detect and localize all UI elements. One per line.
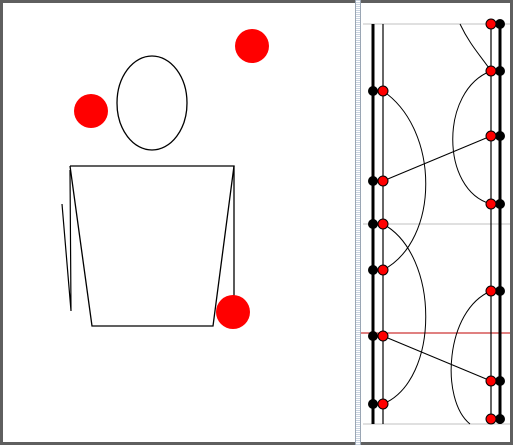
black-node[interactable]	[368, 86, 378, 96]
black-node[interactable]	[495, 286, 505, 296]
arc-left-lower[interactable]	[382, 223, 427, 405]
connector-upper[interactable]	[382, 135, 492, 182]
body-trapezoid[interactable]	[69, 165, 235, 327]
red-handle-left-of-head[interactable]	[74, 94, 108, 128]
black-node[interactable]	[495, 199, 505, 209]
red-handle-bottom-right[interactable]	[216, 295, 250, 329]
black-node[interactable]	[495, 414, 505, 424]
arc-right-upper[interactable]	[452, 70, 492, 205]
arc-right-lower[interactable]	[450, 290, 492, 425]
black-node[interactable]	[495, 66, 505, 76]
red-node[interactable]	[377, 175, 389, 187]
red-node[interactable]	[485, 65, 497, 77]
left-drawing-panel[interactable]	[61, 29, 269, 329]
red-node[interactable]	[377, 330, 389, 342]
detached-stroke-line[interactable]	[61, 169, 72, 312]
black-node[interactable]	[368, 265, 378, 275]
red-node[interactable]	[485, 198, 497, 210]
red-node[interactable]	[485, 130, 497, 142]
black-node[interactable]	[495, 131, 505, 141]
red-node[interactable]	[377, 218, 389, 230]
red-node[interactable]	[377, 85, 389, 97]
black-node[interactable]	[368, 399, 378, 409]
connector-lower[interactable]	[382, 335, 492, 382]
black-node[interactable]	[368, 331, 378, 341]
red-handle-top-right[interactable]	[235, 29, 269, 63]
arc-left-upper[interactable]	[382, 90, 427, 271]
black-node[interactable]	[495, 19, 505, 29]
red-node[interactable]	[377, 398, 389, 410]
red-node[interactable]	[485, 375, 497, 387]
head-ellipse[interactable]	[116, 55, 188, 151]
black-node[interactable]	[368, 176, 378, 186]
arc-right-top[interactable]	[459, 23, 492, 72]
black-node[interactable]	[368, 219, 378, 229]
red-node[interactable]	[485, 18, 497, 30]
red-node[interactable]	[485, 285, 497, 297]
red-node[interactable]	[377, 264, 389, 276]
red-node[interactable]	[485, 413, 497, 425]
right-diagram-panel[interactable]	[361, 18, 510, 425]
panel-splitter[interactable]	[355, 0, 361, 445]
black-node[interactable]	[495, 376, 505, 386]
